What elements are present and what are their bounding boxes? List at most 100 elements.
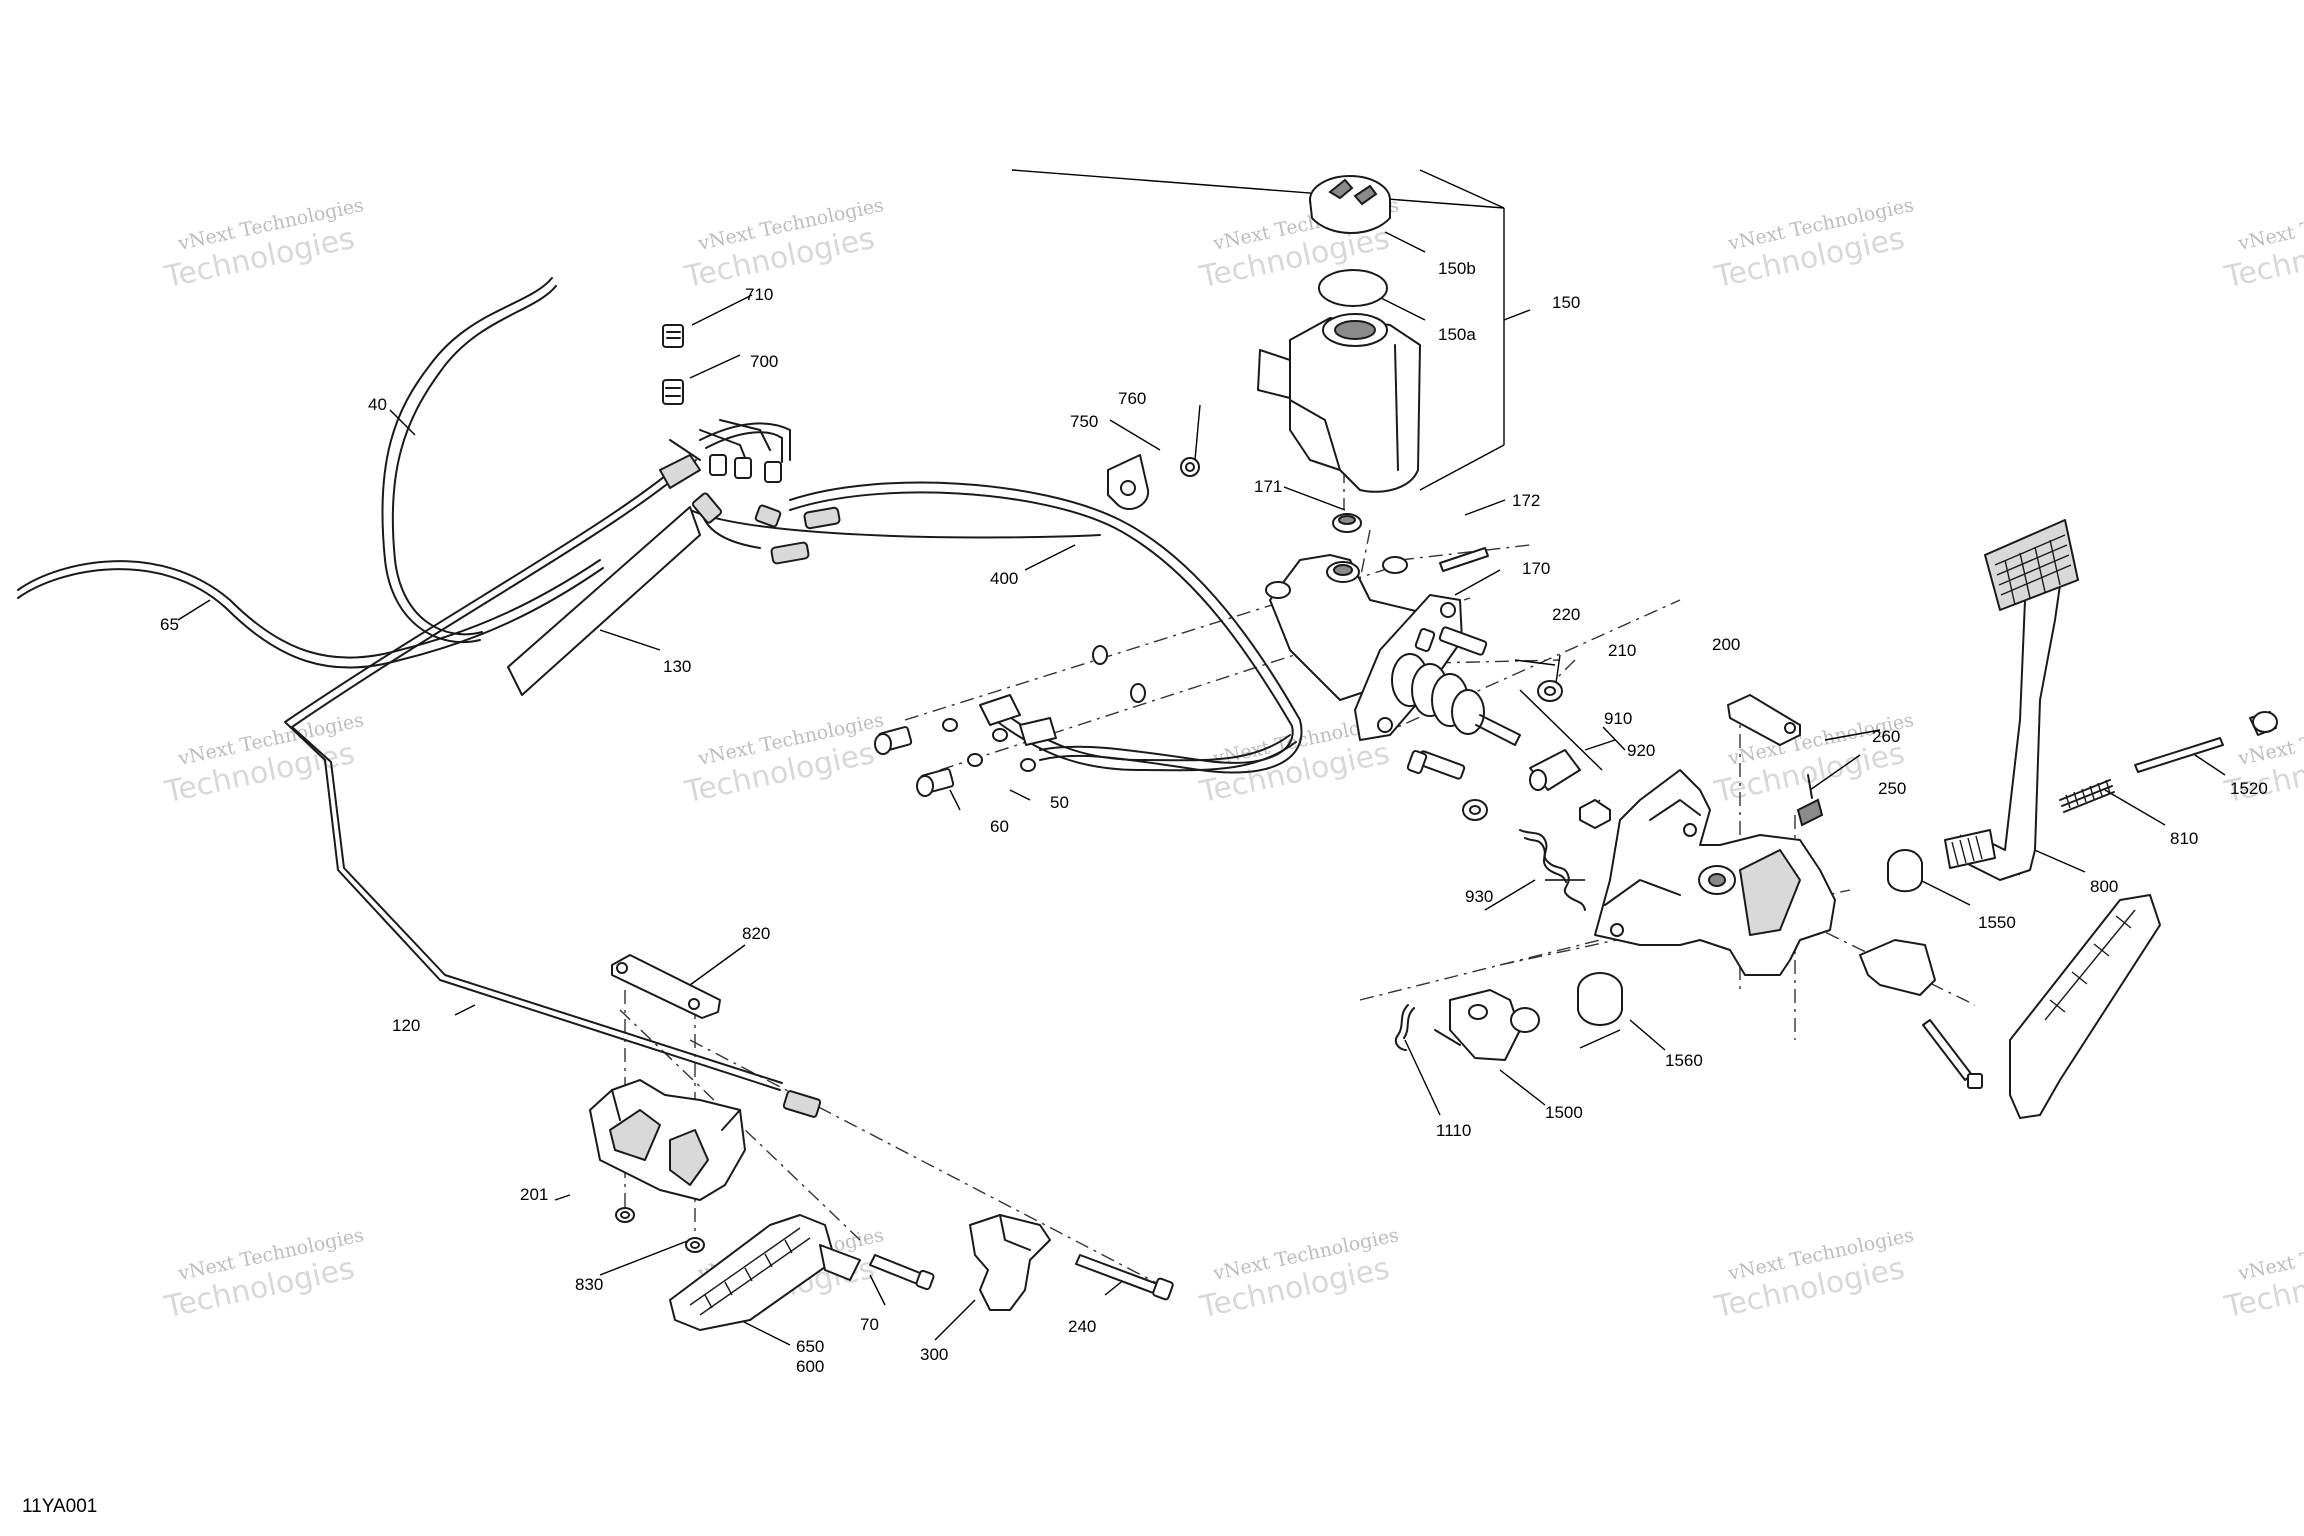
callout-1520: 1520 [2230, 779, 2268, 798]
callout-130: 130 [663, 657, 691, 676]
callout-172: 172 [1512, 491, 1540, 510]
callout-750: 750 [1070, 412, 1098, 431]
axis-line [1379, 599, 1681, 736]
leader-line [1011, 169, 1505, 209]
footpeg-650-600 [669, 1214, 861, 1331]
bolt-220b [1406, 750, 1466, 780]
cable-65-edge [17, 567, 604, 669]
callout-810: 810 [2170, 829, 2198, 848]
leader-line [177, 599, 211, 621]
reservoir-cap-150b [1309, 175, 1391, 234]
fitting-710 [662, 324, 684, 348]
leader-line [1484, 879, 1536, 911]
leader-line [2104, 789, 2166, 826]
leader-line [1024, 544, 1076, 571]
watermark: vNext Technologies Technologies [161, 709, 366, 810]
pivot-bolt-1520 [2134, 711, 2278, 773]
plate-820 [611, 954, 721, 1019]
nut-760 [1180, 457, 1200, 477]
axis-line [689, 1039, 1171, 1291]
watermark: vNext Technologies Technologies [161, 194, 366, 295]
callout-1560: 1560 [1665, 1051, 1703, 1070]
callout-920: 920 [1627, 741, 1655, 760]
pedal-shield [1859, 939, 1936, 996]
callout-40: 40 [368, 395, 387, 414]
fitting-tube [719, 419, 771, 451]
callout-300: 300 [920, 1345, 948, 1364]
leader-line [1519, 689, 1603, 771]
footrest-bolt [1922, 1019, 1983, 1089]
master-cylinder-170 [1265, 554, 1521, 746]
footrest-right [2009, 894, 2161, 1119]
callout-400: 400 [990, 569, 1018, 588]
leader-line [689, 354, 741, 379]
leader-line [1374, 294, 1426, 321]
leader-line [1514, 659, 1556, 666]
leader-line [1919, 879, 1971, 906]
callout-240: 240 [1068, 1317, 1096, 1336]
callout-120: 120 [392, 1016, 420, 1035]
callout-710: 710 [745, 285, 773, 304]
watermark: vNext Technologies Technologies [2221, 1224, 2304, 1325]
watermark: vNext Technologies Technologies [2221, 194, 2304, 295]
clevis-910 [1529, 749, 1581, 791]
callout-171: 171 [1254, 477, 1282, 496]
leader-line [2194, 754, 2226, 776]
axis-line [1399, 544, 1531, 561]
callout-labels: 710 700 40 65 130 400 750 760 171 150b 1… [160, 259, 2268, 1376]
callout-800: 800 [2090, 877, 2118, 896]
callout-250: 250 [1878, 779, 1906, 798]
callout-50: 50 [1050, 793, 1069, 812]
brake-lines [17, 277, 1303, 1091]
leader-line [1503, 309, 1531, 321]
hose-fittings-50 [979, 694, 1057, 746]
pin-70 [869, 1254, 935, 1291]
callout-150: 150 [1552, 293, 1580, 312]
callout-150b: 150b [1438, 259, 1476, 278]
callout-930: 930 [1465, 887, 1493, 906]
callout-910: 910 [1604, 709, 1632, 728]
reservoir-150 [1257, 313, 1421, 493]
leader-line [934, 1299, 976, 1341]
leader-line [1579, 1029, 1621, 1049]
leader-line [454, 1004, 476, 1016]
callout-65: 65 [160, 615, 179, 634]
axis-line [904, 567, 1391, 721]
leader-line [1384, 231, 1426, 253]
leader-line [1009, 789, 1031, 801]
callout-600: 600 [796, 1357, 824, 1376]
decal-130 [507, 506, 701, 696]
spring-930 [1519, 829, 1586, 911]
grommet-171 [1332, 513, 1362, 533]
group-bracket-150 [1419, 169, 1505, 209]
leader-line [1464, 499, 1506, 516]
clamp-750 [1107, 454, 1150, 510]
leader-line [1454, 569, 1501, 596]
leader-line [1404, 1039, 1441, 1116]
fitting-tube [669, 439, 701, 461]
line-fittings [691, 492, 841, 565]
callout-200: 200 [1712, 635, 1740, 654]
fitting-700 [662, 379, 684, 405]
watermark: vNext Technologies Technologies [1711, 194, 1916, 295]
callout-650: 650 [796, 1337, 824, 1356]
callout-260: 260 [1872, 727, 1900, 746]
cable-65 [17, 559, 601, 659]
watermark: vNext Technologies Technologies [1196, 1224, 1401, 1325]
plate-260 [1727, 694, 1801, 746]
pin-240 [1075, 1254, 1174, 1301]
leader-line [1194, 404, 1201, 461]
callout-700: 700 [750, 352, 778, 371]
pedal-tread [1994, 534, 2072, 606]
leader-line [1629, 1019, 1666, 1051]
leader-line [869, 1274, 886, 1306]
axis-line [1359, 529, 1371, 581]
callout-220: 220 [1552, 605, 1580, 624]
leader-line [389, 409, 416, 436]
diagram-code: 11YA001 [22, 1496, 97, 1517]
brake-line-400-lower [689, 509, 1101, 539]
pin-172 [1439, 547, 1489, 572]
lever-300 [969, 1214, 1051, 1311]
switch-1500 [1434, 989, 1540, 1061]
leader-line [599, 629, 661, 651]
